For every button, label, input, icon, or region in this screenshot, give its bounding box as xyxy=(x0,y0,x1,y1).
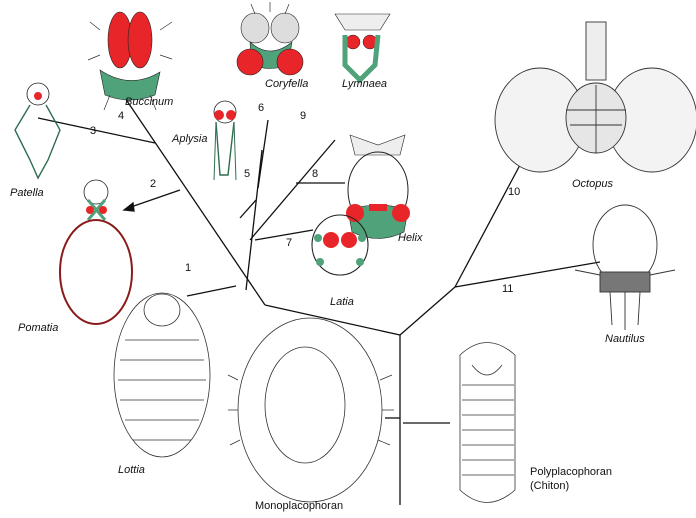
buccinum-illustration xyxy=(87,11,173,111)
branch-number-4: 4 xyxy=(118,110,125,122)
branch-number-9: 9 xyxy=(300,110,307,122)
branch-6-coryfella xyxy=(257,119,269,189)
octopus-illustration xyxy=(494,21,696,173)
monoplacophoran-illustration xyxy=(227,317,394,503)
arrow-2-pomatia xyxy=(122,189,181,212)
chiton-illustration xyxy=(459,342,516,503)
label-buccinum: Buccinum xyxy=(125,96,174,108)
branch-3-patella xyxy=(37,117,156,144)
label-nautilus: Nautilus xyxy=(605,333,645,345)
branch-number-6: 6 xyxy=(258,102,265,114)
patella-illustration xyxy=(14,82,61,180)
label-chiton: (Chiton) xyxy=(530,480,570,492)
branch-7-latia xyxy=(254,229,314,241)
branch-heterobranch xyxy=(245,149,263,291)
branch-number-5: 5 xyxy=(244,168,251,180)
branch-4-buccinum xyxy=(124,97,266,306)
branch-number-11: 11 xyxy=(502,283,514,295)
branch-5-aplysia xyxy=(239,199,257,219)
helix-illustration xyxy=(346,134,410,239)
label-helix: Helix xyxy=(398,232,423,244)
branch-9-lymnaea xyxy=(249,139,336,241)
label-octopus: Octopus xyxy=(572,178,613,190)
branch-number-8: 8 xyxy=(312,168,319,180)
nautilus-illustration xyxy=(574,204,676,330)
label-patella: Patella xyxy=(10,187,44,199)
branch-gastropods xyxy=(264,304,401,336)
branch-1-lottia xyxy=(186,285,237,297)
label-lottia: Lottia xyxy=(118,464,145,476)
branch-number-1: 1 xyxy=(185,262,192,274)
latia-illustration xyxy=(311,214,369,276)
branch-cephalopods xyxy=(399,286,456,336)
branch-11-nautilus xyxy=(454,261,601,288)
label-pomatia: Pomatia xyxy=(18,322,59,334)
aplysia-illustration xyxy=(213,100,237,181)
lymnaea-illustration xyxy=(334,13,391,84)
label-lymnaea: Lymnaea xyxy=(342,78,388,90)
label-latia: Latia xyxy=(330,296,354,308)
label-polyplacophoran: Polyplacophoran xyxy=(530,466,612,478)
branch-number-2: 2 xyxy=(150,178,157,190)
branch-10-octopus xyxy=(454,164,521,288)
label-aplysia: Aplysia xyxy=(172,133,208,145)
branch-number-10: 10 xyxy=(508,186,521,198)
branch-number-7: 7 xyxy=(286,237,293,249)
lottia-illustration xyxy=(113,292,211,458)
pomatia-illustration xyxy=(59,179,133,325)
label-coryfella: Coryfella xyxy=(265,78,309,90)
label-monoplacophoran: Monoplacophoran xyxy=(255,500,344,512)
branch-number-3: 3 xyxy=(90,125,97,137)
coryfella-illustration xyxy=(236,2,304,76)
